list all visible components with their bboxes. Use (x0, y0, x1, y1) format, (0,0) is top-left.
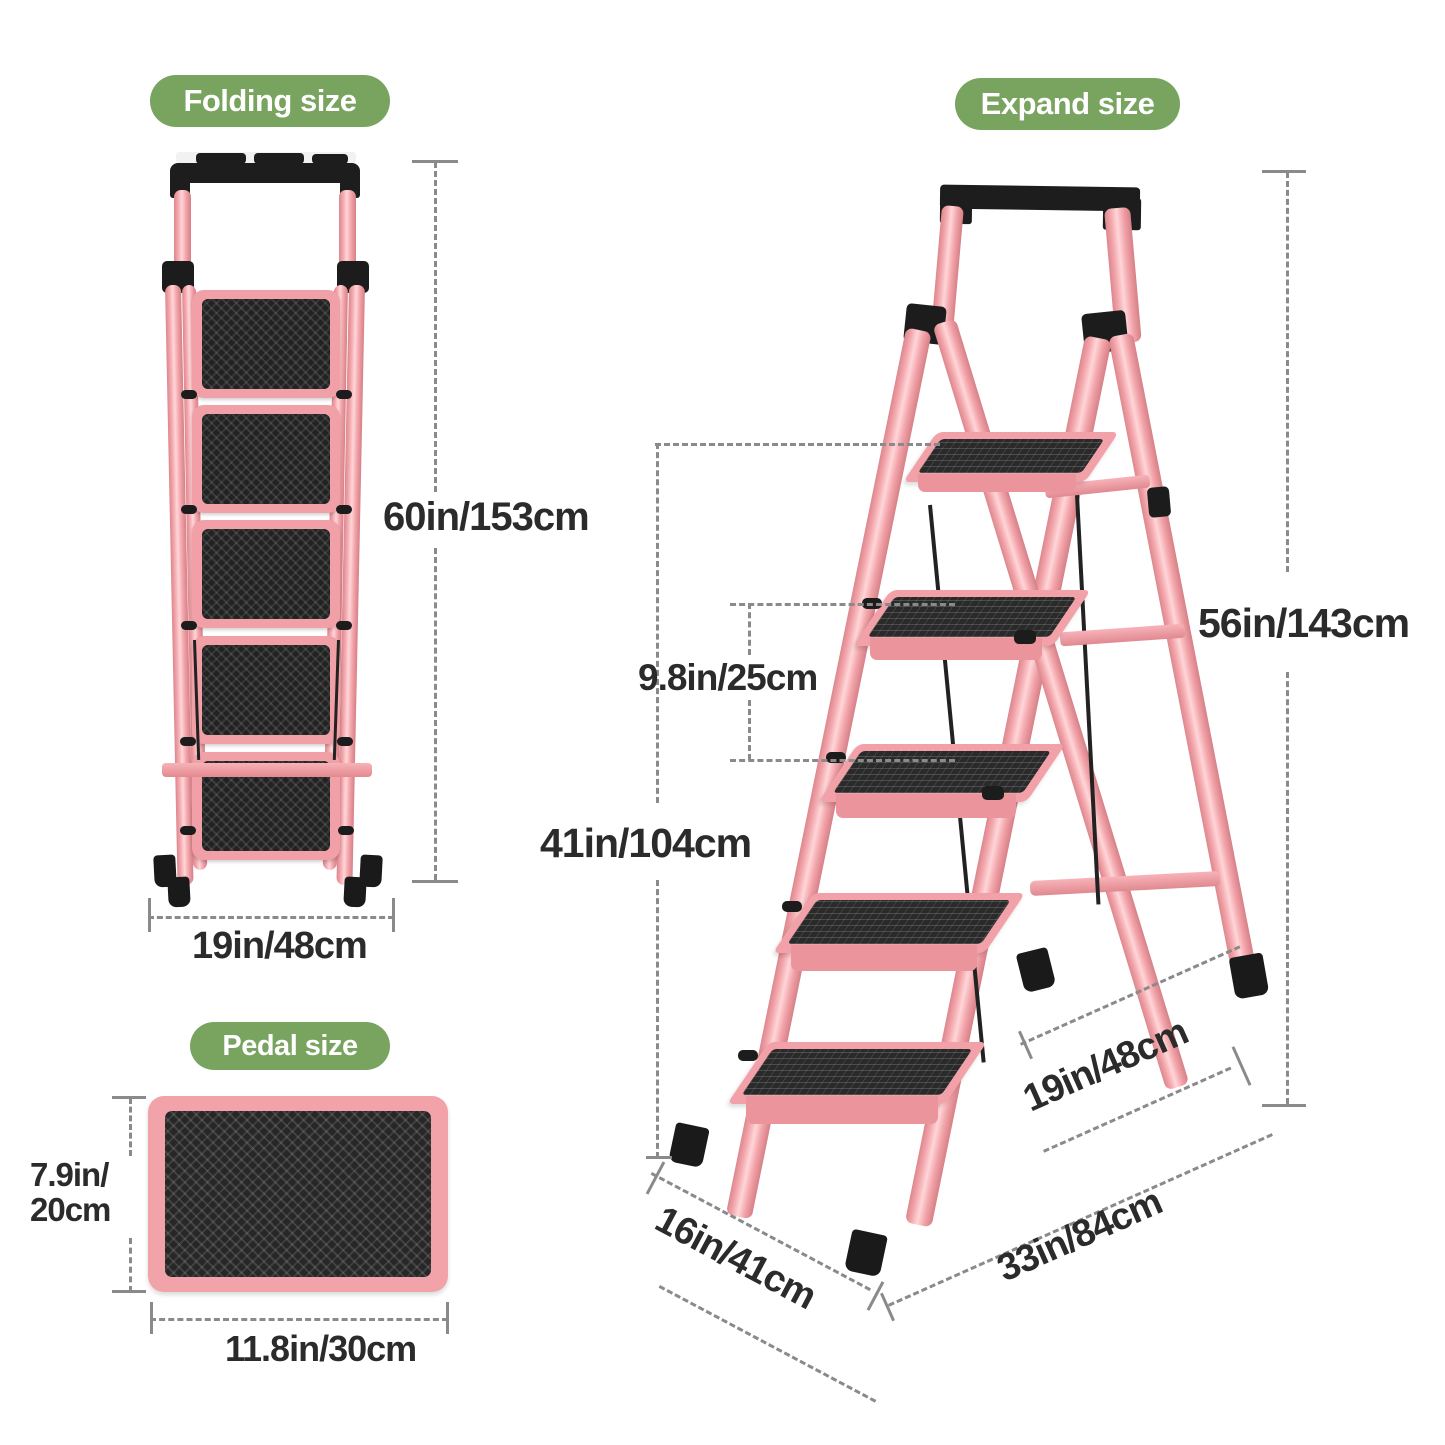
step-spacing-value: 9.8in/25cm (638, 657, 818, 698)
folded-width-value: 19in/48cm (192, 925, 368, 967)
expanded-step-5-face (746, 1096, 938, 1124)
folded-height-tick-top (412, 160, 458, 163)
folded-step-2 (192, 405, 340, 513)
expanded-foot-back-left (1015, 946, 1057, 994)
expanded-foot-front-right (844, 1228, 888, 1278)
pedal-height-value: 7.9in/ 20cm (30, 1156, 130, 1228)
folded-cross-rail (162, 763, 372, 777)
base-depth-value: 33in/84cm (991, 1180, 1169, 1291)
expanded-step-1 (903, 432, 1119, 492)
expanded-step-4-face (791, 945, 977, 971)
expanded-height-line-lower (1286, 672, 1289, 1104)
folding-size-label-text: Folding size (183, 83, 357, 118)
pedal-height-tick-bottom (112, 1290, 146, 1293)
folded-handle-pad-2 (254, 153, 304, 164)
pedal-width-tick-right (446, 1302, 449, 1334)
pedal-height-tick-top (112, 1096, 146, 1099)
folded-foot-front-right (359, 854, 383, 888)
folded-step-nub-l5 (180, 826, 196, 835)
expanded-wire-right (1075, 494, 1101, 905)
folded-handle-pad-1 (196, 153, 246, 164)
expanded-step-sidepin-3 (982, 786, 1004, 800)
expanded-step-3 (818, 744, 1066, 818)
pedal-width-line (150, 1318, 448, 1321)
folded-handle-bar (170, 163, 360, 183)
expanded-step-nub-4 (782, 901, 802, 912)
expanded-step-4 (772, 893, 1026, 971)
expand-size-label: Expand size (955, 78, 1180, 130)
expanded-step-5-tread (741, 1049, 973, 1095)
folded-step-nub-r4 (337, 737, 353, 746)
top-step-height-line-lower (656, 880, 659, 1158)
folded-handle-pad-3 (312, 154, 348, 164)
folding-size-label: Folding size (150, 75, 390, 127)
step-spacing-line-lower (748, 700, 751, 760)
expanded-side-rail-joint (1146, 486, 1172, 518)
step-spacing-line-bottom (730, 759, 955, 762)
folded-step-1 (192, 290, 340, 398)
folded-step-nub-r5 (338, 826, 354, 835)
folded-step-2-tread (202, 414, 330, 504)
folded-step-nub-l1 (181, 390, 197, 399)
expanded-step-5 (727, 1042, 987, 1124)
expanded-height-value: 56in/143cm (1198, 600, 1410, 646)
folded-step-4 (192, 636, 340, 744)
folded-height-line-lower (434, 548, 437, 880)
top-step-height-tick-bottom (646, 1156, 672, 1159)
expanded-step-2-face (870, 638, 1042, 660)
top-step-height-line-upper (656, 443, 659, 803)
folded-step-nub-l4 (180, 737, 196, 746)
expanded-step-1-face (918, 474, 1076, 492)
pedal-size-label-text: Pedal size (222, 1029, 358, 1062)
folded-step-nub-l3 (181, 621, 197, 630)
expanded-depth-tick-right (1231, 1046, 1252, 1086)
expanded-step-4-tread (787, 900, 1011, 944)
folded-height-line-upper (434, 162, 437, 492)
pedal-height-line-lower (129, 1238, 132, 1292)
folded-step-3-tread (202, 529, 330, 619)
pedal-height-value-line1: 7.9in/ (30, 1156, 109, 1193)
folded-foot-back-left (167, 876, 191, 908)
expanded-height-tick-bottom (1262, 1104, 1306, 1107)
pedal-size-label: Pedal size (190, 1022, 390, 1070)
folded-step-4-tread (202, 645, 330, 735)
expanded-step-3-tread (832, 751, 1052, 793)
pedal-height-value-line2: 20cm (30, 1190, 111, 1228)
pedal-width-value: 11.8in/30cm (225, 1328, 417, 1369)
expanded-step-nub-3 (826, 752, 846, 763)
expand-size-label-text: Expand size (980, 86, 1155, 121)
folded-width-tick-right (392, 898, 395, 932)
folded-height-value: 60in/153cm (383, 495, 590, 539)
expanded-step-1-tread (917, 439, 1105, 473)
folded-height-tick-bottom (412, 880, 458, 883)
expanded-side-rail-mid (1059, 623, 1186, 647)
expanded-height-line-upper (1286, 172, 1289, 572)
step-spacing-line-upper (748, 603, 751, 655)
expanded-height-tick-top (1262, 170, 1306, 173)
step-spacing-line-top (730, 603, 955, 606)
expanded-foot-front-left (668, 1121, 710, 1169)
base-front-line-bottom (658, 1285, 877, 1403)
pedal-product (148, 1096, 448, 1292)
folded-step-nub-r3 (336, 621, 352, 630)
expanded-step-sidepin-2 (1014, 630, 1036, 644)
folded-step-1-tread (202, 299, 330, 389)
expanded-foot-back-right (1228, 952, 1270, 1000)
folded-step-3 (192, 520, 340, 628)
folded-step-nub-r1 (336, 390, 352, 399)
folded-rail-handle-left (174, 190, 191, 275)
pedal-height-line-upper (129, 1098, 132, 1156)
expanded-step-nub-5 (738, 1050, 758, 1061)
folded-step-nub-l2 (181, 505, 197, 514)
folded-rail-handle-right (339, 190, 356, 275)
expanded-step-2 (853, 590, 1091, 660)
pedal-tread (165, 1111, 431, 1277)
folded-width-tick-left (148, 898, 151, 932)
folded-width-line (148, 916, 394, 919)
top-step-height-line-top (655, 443, 940, 446)
top-step-height-value: 41in/104cm (540, 820, 752, 866)
folded-step-nub-r2 (336, 505, 352, 514)
base-depth-tick-left (880, 1292, 895, 1322)
